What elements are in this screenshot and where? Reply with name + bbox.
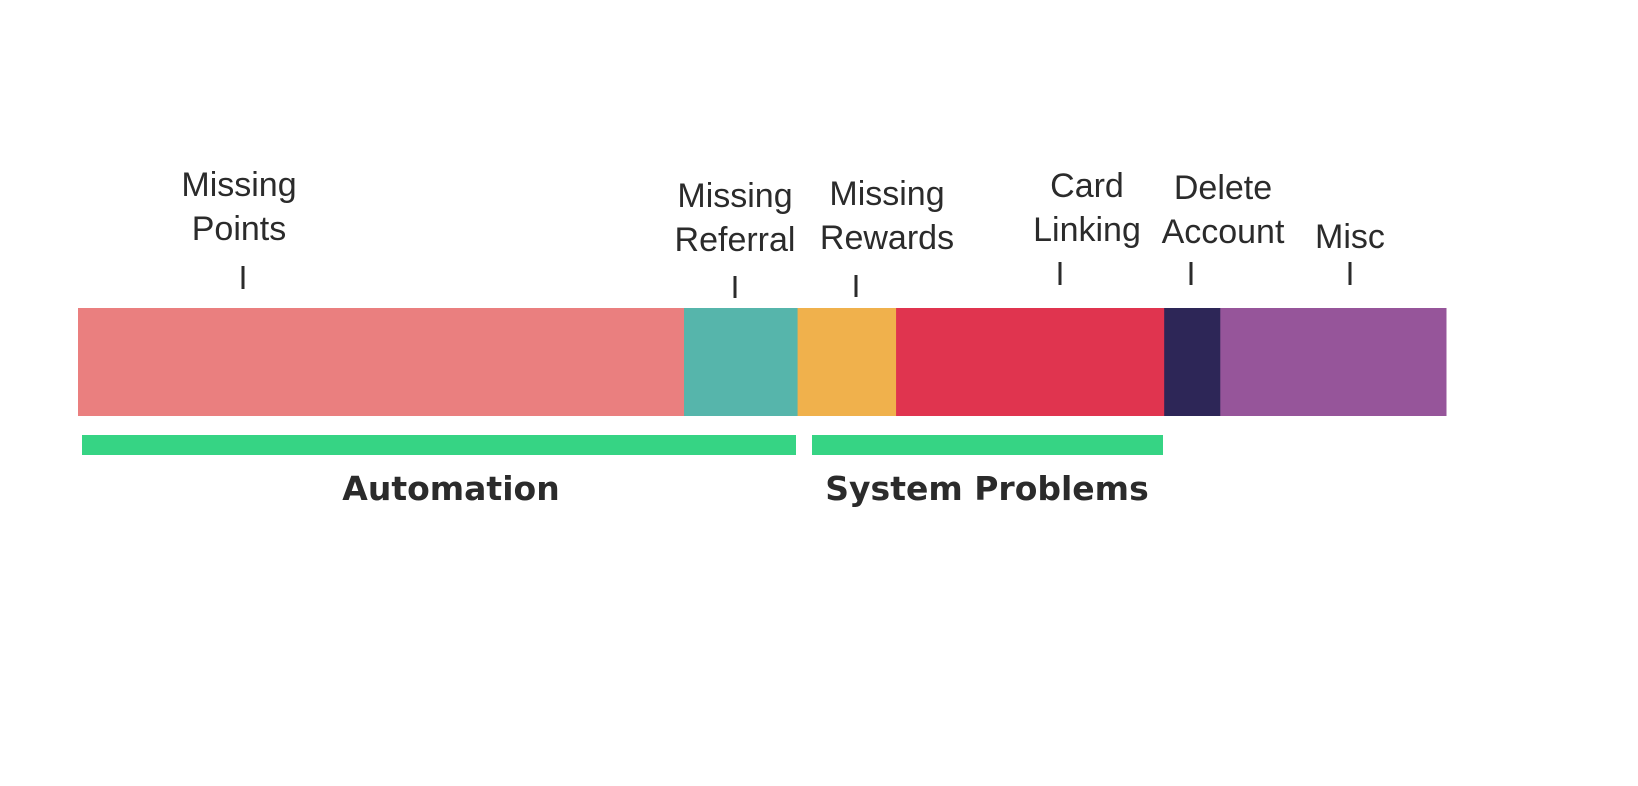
group-brackets: Automation System Problems (82, 435, 1163, 508)
segment-label-line: Rewards (820, 219, 954, 257)
segment-label-line: Linking (1033, 211, 1141, 249)
segment-label-line: Referral (675, 221, 796, 259)
segment-label: Misc (1315, 218, 1385, 256)
segment-label-line: Points (192, 210, 287, 248)
bar-segment-misc (1220, 308, 1447, 416)
bar-segments (78, 308, 1447, 416)
group-label: Automation (342, 469, 559, 508)
group-bracket-system-problems (812, 435, 1163, 455)
segment-label-line: Missing (677, 177, 792, 215)
segment-label-line: Delete (1174, 169, 1272, 207)
segment-label-line: Missing (181, 166, 296, 204)
bar-segment-missing-points (78, 308, 685, 416)
segment-label-line: Missing (829, 175, 944, 213)
group-label: System Problems (825, 469, 1148, 508)
segment-label-line: Account (1162, 213, 1285, 251)
bar-segment-missing-referral (684, 308, 799, 416)
bar-segment-missing-rewards (797, 308, 897, 416)
label-ticks (241, 262, 1352, 298)
segment-label-line: Misc (1315, 218, 1385, 256)
segment-label-line: Card (1050, 167, 1124, 205)
bar-segment-card-linking (896, 308, 1165, 416)
group-bracket-automation (82, 435, 796, 455)
bar-segment-delete-account (1164, 308, 1221, 416)
